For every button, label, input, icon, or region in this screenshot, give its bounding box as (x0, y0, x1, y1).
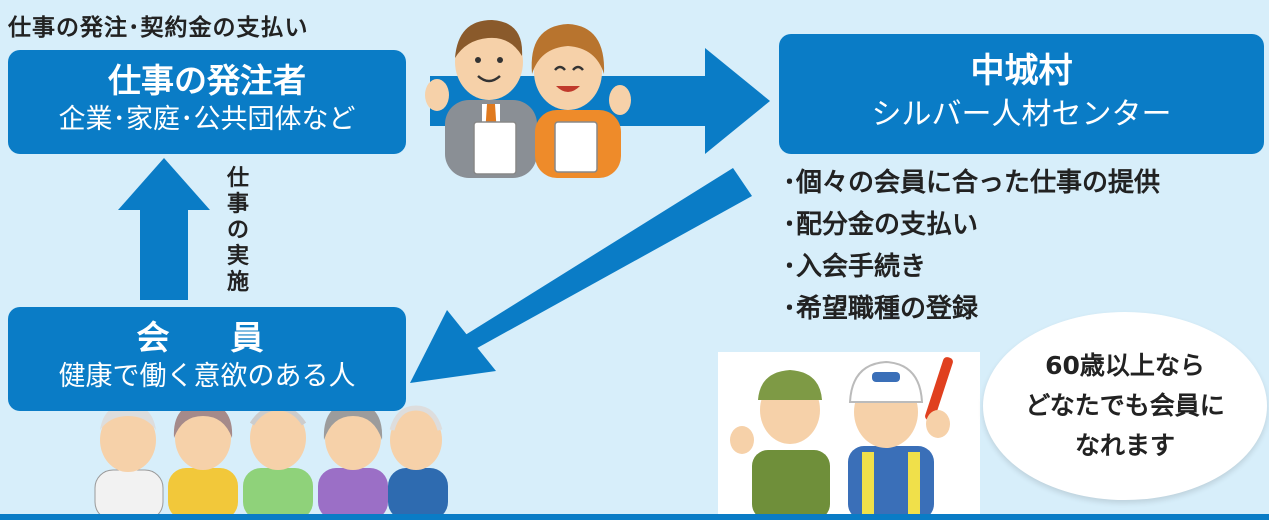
arrow-up-to-orderer (118, 158, 210, 300)
callout-line: どなたでも会員に (1025, 391, 1225, 420)
elderly-members-illustration (94, 402, 448, 520)
arrow-to-member (410, 168, 752, 383)
callout-line: 60歳以上なら (1045, 351, 1205, 380)
work-label: 仕事の実施 (226, 166, 249, 295)
bottom-bar (0, 514, 1269, 520)
member-subtitle: 健康で働く意欲のある人 (58, 361, 356, 392)
center-box: 中城村 シルバー人材センター (779, 34, 1264, 154)
center-subtitle: シルバー人材センター (871, 97, 1172, 132)
business-people-illustration (425, 20, 631, 178)
service-item: ･希望職種の登録 (783, 294, 979, 324)
service-item: ･入会手続き (783, 252, 927, 282)
orderer-subtitle: 企業･家庭･公共団体など (58, 104, 356, 135)
orderer-box: 仕事の発注者 企業･家庭･公共団体など (8, 50, 406, 154)
callout-line: なれます (1074, 431, 1175, 460)
member-title: 会 員 (136, 318, 278, 357)
workers-illustration (718, 352, 980, 520)
service-item: ･個々の会員に合った仕事の提供 (783, 168, 1161, 198)
service-item: ･配分金の支払い (783, 210, 979, 240)
top-caption: 仕事の発注･契約金の支払い (8, 15, 309, 41)
eligibility-callout: 60歳以上なら どなたでも会員に なれます (983, 312, 1267, 500)
services-list: ･個々の会員に合った仕事の提供 ･配分金の支払い ･入会手続き ･希望職種の登録 (783, 162, 1160, 330)
orderer-title: 仕事の発注者 (108, 61, 306, 100)
member-box: 会 員 健康で働く意欲のある人 (8, 307, 406, 411)
center-name: 中城村 (970, 51, 1073, 91)
